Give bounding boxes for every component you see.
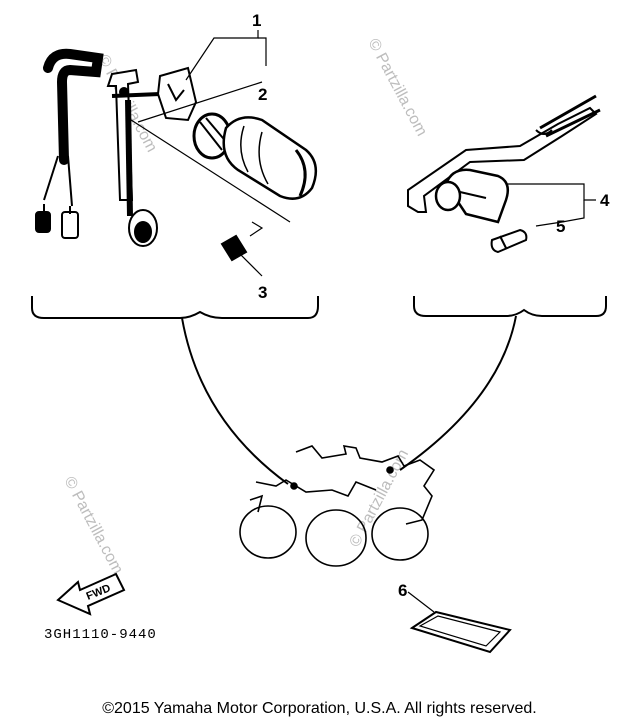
atv-outline [239,445,436,567]
sensor-right [61,211,79,239]
pad [407,591,512,654]
sensor-left [35,211,51,233]
callout-3: 3 [258,283,267,302]
fuel-pump [222,116,318,200]
callout-2: 2 [258,85,267,104]
fuse [490,228,528,254]
fwd-arrow: FWD [56,572,126,616]
watermark-top-right: © Partzilla.com [364,36,430,139]
atv-wheel-front-left [239,505,297,559]
watermark-left: © Partzilla.com [60,474,126,577]
part-code: 3GH1110-9440 [44,627,157,643]
right-assembly [407,94,607,317]
atv-wheel-rear [371,507,429,561]
atv-wheel-front-right [305,509,367,567]
callout-5: 5 [556,217,565,236]
callout-6: 6 [398,581,407,600]
left-assembly [31,48,319,319]
hose [43,48,104,165]
pump-bracket [156,66,198,122]
copyright-notice: ©2015 Yamaha Motor Corporation, U.S.A. A… [102,700,537,717]
callout-1: 1 [252,11,261,30]
callout-4: 4 [600,191,610,210]
